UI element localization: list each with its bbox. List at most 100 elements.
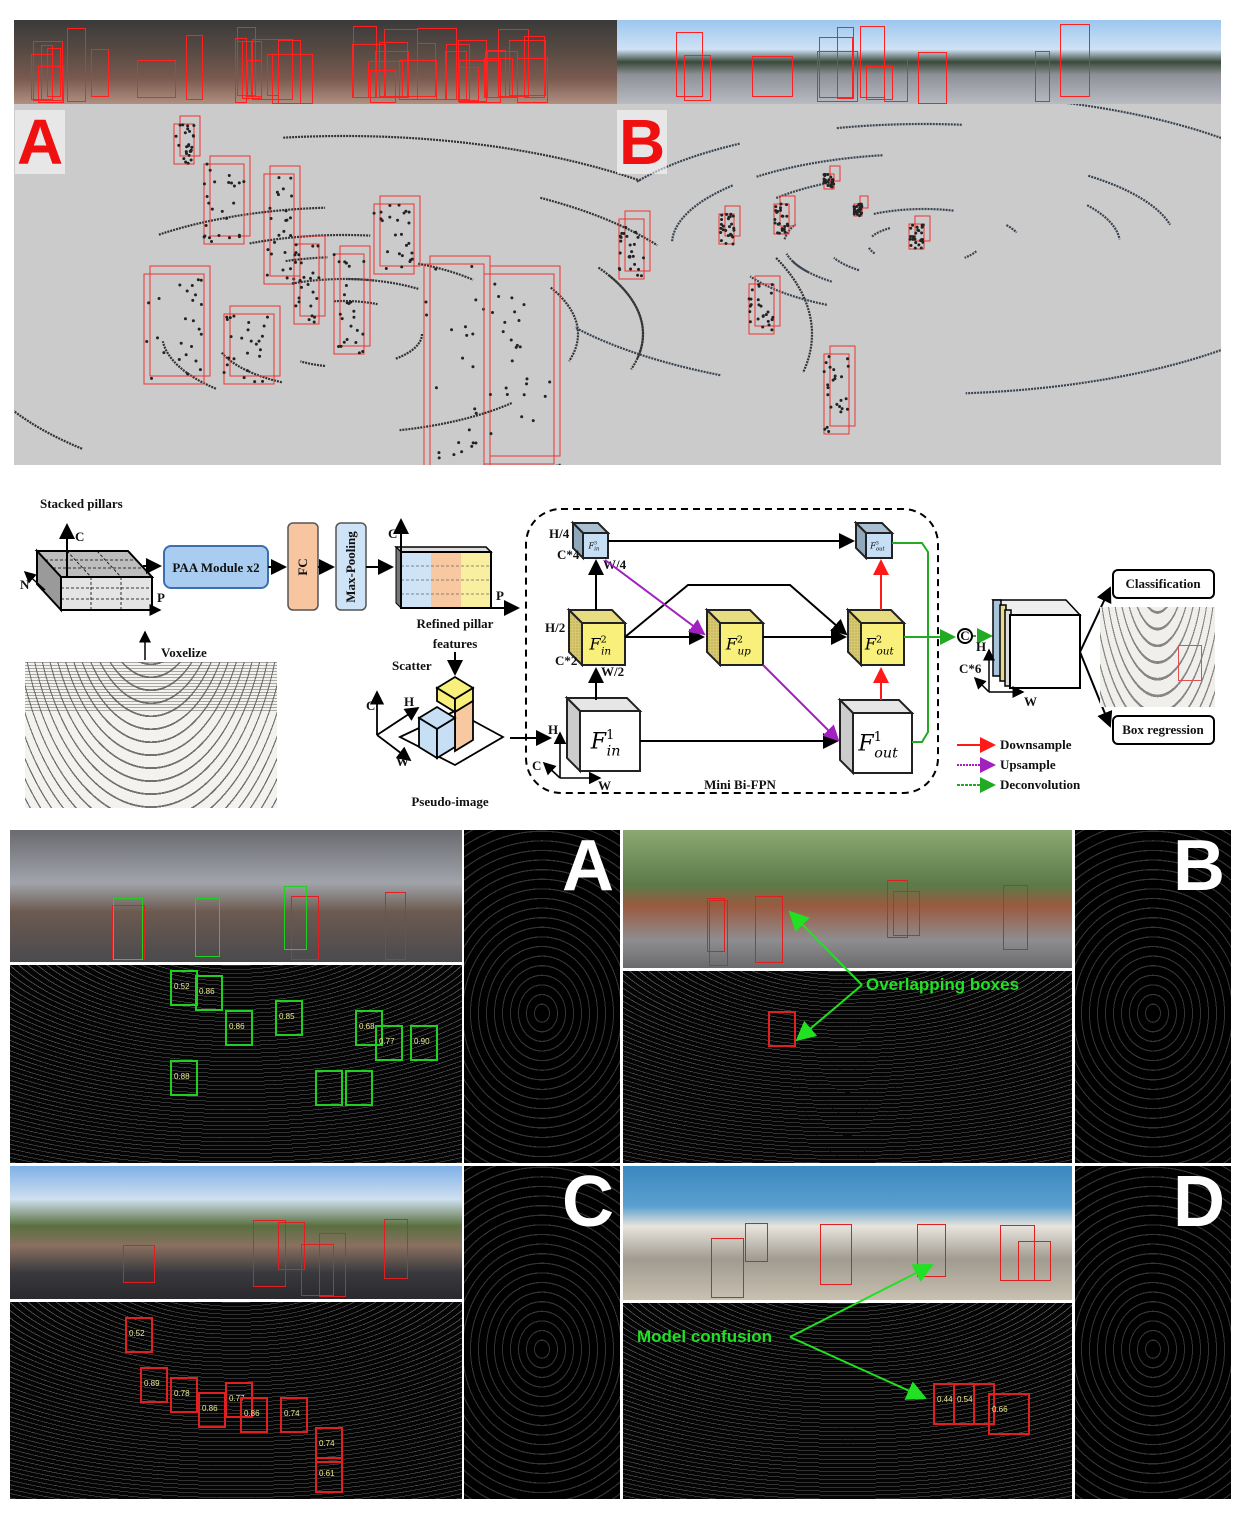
lidar-scan-arc [300, 360, 326, 368]
bounding-box [370, 69, 397, 104]
bounding-box [1059, 23, 1091, 97]
legend-deconvolution: Deconvolution [1000, 777, 1081, 792]
lidar-scan-arc [873, 207, 954, 216]
paa-module-label: PAA Module x2 [172, 560, 259, 575]
lidar-scan-arc [291, 277, 375, 285]
pseudo-axis-c: C [366, 698, 375, 713]
2d-bounding-box [195, 898, 220, 957]
3d-detection-box: 0.74 [315, 1427, 343, 1463]
bounding-box [186, 35, 203, 100]
lidar-scan-arc [14, 409, 83, 450]
bounding-box [459, 59, 501, 103]
confidence-score: 0.68 [359, 1022, 375, 1031]
lidar-scan-arc [574, 326, 721, 377]
3d-detection-box: 0.54 [953, 1383, 995, 1425]
lidar-scan-arc [636, 142, 741, 183]
mini-bifpn-label: Mini Bi-FPN [704, 777, 776, 792]
confidence-score: 0.77 [379, 1037, 395, 1046]
legend-downsample: Downsample [1000, 737, 1072, 752]
3d-detection-box [345, 1070, 373, 1106]
2d-bounding-box [754, 895, 783, 963]
panel-label-b: B [617, 106, 668, 178]
2d-bounding-box [384, 1218, 409, 1280]
lidar-scan-arc [417, 262, 474, 281]
dim-h2: H/2 [545, 620, 565, 635]
2d-bounding-box [1017, 1240, 1051, 1282]
bounding-box [67, 28, 86, 103]
3d-detection-box: 0.52 [125, 1317, 153, 1353]
bounding-box [523, 36, 546, 99]
axis-p: P [157, 590, 165, 605]
panorama-image-b [617, 20, 1221, 104]
point-cloud-drawing [14, 104, 1221, 465]
confidence-score: 0.86 [199, 987, 215, 996]
3d-bounding-box [908, 215, 931, 250]
stacked-pillars-cube [23, 523, 162, 616]
box-regression-label: Box regression [1122, 722, 1204, 737]
lidar-scan-arc [833, 256, 860, 272]
3d-detection-box: 0.86 [198, 1392, 226, 1428]
lidar-scan-arc [333, 299, 378, 306]
3d-detection-box: 0.90 [410, 1025, 438, 1061]
bounding-box [37, 66, 64, 103]
architecture-diagram: Stacked pillars C N P PAA Module x2 FC M… [20, 496, 1215, 809]
deconv-bracket [892, 542, 929, 743]
lidar-scan-arc [540, 196, 658, 247]
3d-detection-box [315, 1070, 343, 1106]
refined-axis-c: C [388, 526, 397, 541]
lidar-scan-arc [749, 275, 828, 306]
3d-bounding-box [202, 155, 251, 245]
confidence-score: 0.52 [129, 1329, 145, 1338]
fpn-axis-w: W [598, 778, 611, 793]
confidence-score: 0.44 [937, 1395, 953, 1404]
bounding-box [90, 48, 109, 98]
2d-bounding-box [886, 880, 909, 938]
lidar-scan-arc [1086, 204, 1121, 240]
bounding-box [416, 28, 458, 100]
lidar-scan-arc [395, 333, 424, 360]
3d-detection-box: 0.77 [225, 1382, 253, 1418]
2d-bounding-box [278, 1222, 306, 1270]
axis-c: C [75, 529, 84, 544]
legend: Downsample Upsample Deconvolution [957, 737, 1081, 793]
pseudo-axis-w: W [396, 754, 409, 769]
lidar-scan-arc [348, 277, 419, 291]
bounding-box [866, 66, 894, 101]
confidence-score: 0.77 [229, 1394, 245, 1403]
side-point-cloud-d: D [1075, 1166, 1231, 1499]
bounding-box [444, 50, 468, 100]
bounding-box [683, 54, 711, 101]
2d-bounding-box [123, 1244, 156, 1283]
concat-symbol: C [960, 628, 969, 643]
3d-detection-box: 0.61 [315, 1457, 343, 1493]
output-axis-c6: C*6 [959, 661, 982, 676]
lidar-scan-arc [671, 184, 734, 242]
concat-circle [957, 628, 973, 644]
classification-label: Classification [1125, 576, 1201, 591]
2d-bounding-box [820, 1224, 853, 1285]
2d-bounding-box [745, 1222, 769, 1262]
3d-bounding-box [718, 205, 741, 246]
upsample-in3-up2 [604, 559, 706, 636]
box-regression-head [1112, 715, 1215, 745]
edge-in2-out2-skip [624, 584, 848, 638]
3d-bounding-box [372, 195, 421, 275]
dim-w4: W/4 [603, 557, 627, 572]
panel-label-b: B [1173, 830, 1225, 906]
2d-bounding-box [709, 900, 728, 966]
bounding-box [417, 42, 437, 98]
dim-h4: H/4 [549, 526, 570, 541]
panel-label-c: C [562, 1166, 614, 1242]
3d-bounding-box [293, 235, 326, 325]
bounding-box [837, 27, 854, 100]
bounding-box [675, 32, 703, 98]
model-confusion-callout: Model confusion [637, 1327, 773, 1346]
camera-image-c [10, 1166, 462, 1299]
2d-bounding-box [893, 891, 920, 936]
